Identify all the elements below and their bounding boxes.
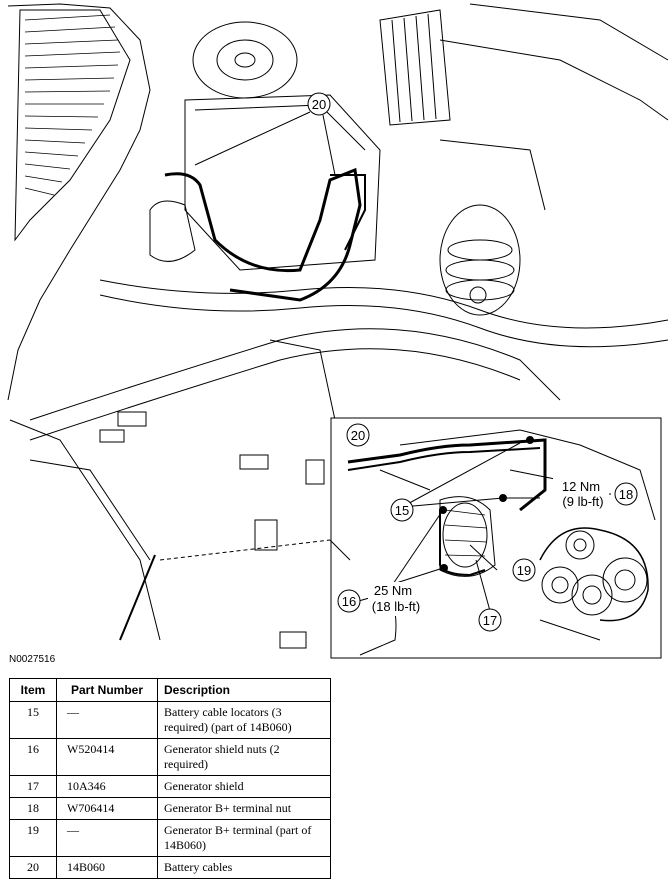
- table-row: 16 W520414 Generator shield nuts (2 requ…: [9, 738, 331, 776]
- cell-description: Battery cable locators (3 required) (par…: [157, 701, 331, 739]
- callout-main-20: 20: [194, 92, 336, 176]
- radiator-grille: [14, 9, 131, 242]
- cowl: [469, 3, 669, 61]
- cell-part: —: [56, 819, 158, 857]
- strut-tower: [192, 21, 298, 99]
- battery: [184, 94, 381, 271]
- grille-slats: [24, 14, 121, 196]
- main-cable-20: [164, 167, 362, 302]
- table-row: 19 — Generator B+ terminal (part of 14B0…: [9, 819, 331, 857]
- engine-illustration: 20: [7, 3, 669, 659]
- cell-part: 10A346: [56, 775, 158, 798]
- cell-item: 18: [9, 797, 57, 820]
- cell-item: 17: [9, 775, 57, 798]
- lower-pipe: [29, 328, 561, 421]
- intake-ribs: [379, 9, 451, 126]
- callout-inset-18: 18: [614, 482, 638, 506]
- pulley: [541, 566, 579, 604]
- cell-part: W520414: [56, 738, 158, 776]
- cell-part: W706414: [56, 797, 158, 820]
- parts-table: Item Part Number Description 15 — Batter…: [9, 678, 331, 879]
- reservoir: [149, 200, 196, 262]
- table-row: 15 — Battery cable locators (3 required)…: [9, 701, 331, 739]
- col-item: Item: [9, 678, 57, 702]
- svg-text:15: 15: [395, 503, 409, 518]
- cell-part: 14B060: [56, 856, 158, 879]
- cell-description: Generator shield nuts (2 required): [157, 738, 331, 776]
- upper-hose: [99, 279, 669, 329]
- svg-text:20: 20: [312, 97, 326, 112]
- callout-inset-17: 17: [478, 608, 502, 632]
- figure-id: N0027516: [9, 654, 56, 665]
- svg-text:20: 20: [351, 428, 365, 443]
- cell-part: —: [56, 701, 158, 739]
- svg-text:25 Nm: 25 Nm: [374, 583, 412, 598]
- svg-text:(9 lb-ft): (9 lb-ft): [562, 494, 603, 509]
- table-row: 17 10A346 Generator shield: [9, 775, 331, 798]
- fender-outline: [7, 3, 151, 401]
- cell-item: 19: [9, 819, 57, 857]
- svg-text:16: 16: [342, 594, 356, 609]
- detail-inset: 20 15 16 17 18 19 12 Nm (9 lb-ft): [329, 417, 662, 659]
- torque-spec-lower: 25 Nm (18 lb-ft): [368, 582, 420, 616]
- table-header-row: Item Part Number Description: [9, 678, 331, 702]
- callout-inset-20: 20: [346, 423, 370, 447]
- radiator-core: [9, 419, 161, 641]
- generator: [439, 496, 496, 577]
- cell-item: 16: [9, 738, 57, 776]
- col-part-number: Part Number: [56, 678, 158, 702]
- col-description: Description: [157, 678, 331, 702]
- callout-inset-16: 16: [337, 589, 361, 613]
- svg-text:19: 19: [517, 563, 531, 578]
- cell-description: Battery cables: [157, 856, 331, 879]
- cell-description: Generator B+ terminal nut: [157, 797, 331, 820]
- table-row: 20 14B060 Battery cables: [9, 856, 331, 879]
- table-row: 18 W706414 Generator B+ terminal nut: [9, 797, 331, 820]
- svg-text:18: 18: [619, 487, 633, 502]
- torque-spec-upper: 12 Nm (9 lb-ft): [553, 478, 609, 512]
- cell-item: 20: [9, 856, 57, 879]
- cell-description: Generator B+ terminal (part of 14B060): [157, 819, 331, 857]
- cell-item: 15: [9, 701, 57, 739]
- callout-inset-19: 19: [512, 558, 536, 582]
- svg-text:17: 17: [483, 613, 497, 628]
- inset-cable-20: [347, 438, 547, 512]
- svg-text:(18 lb-ft): (18 lb-ft): [372, 599, 420, 614]
- svg-text:12 Nm: 12 Nm: [562, 479, 600, 494]
- cell-description: Generator shield: [157, 775, 331, 798]
- callout-inset-15: 15: [390, 498, 414, 522]
- leader-to-inset: [159, 539, 331, 561]
- intake-tube: [439, 139, 546, 316]
